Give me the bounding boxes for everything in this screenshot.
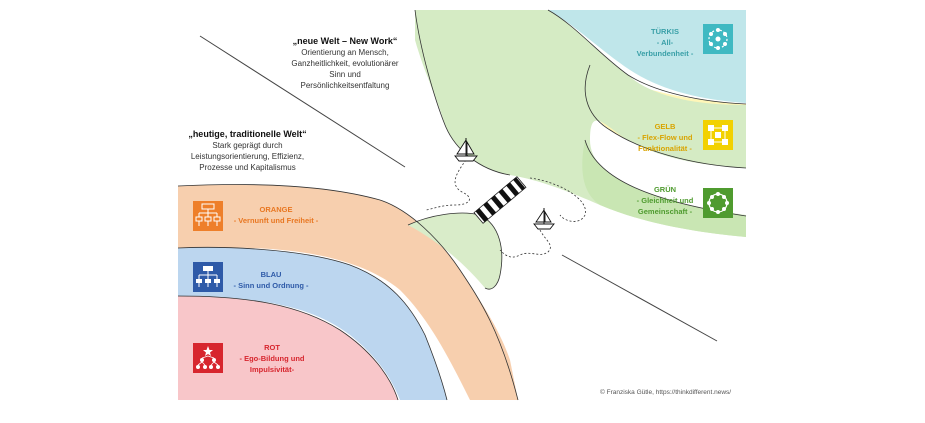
level-name: TÜRKIS (651, 27, 679, 36)
hierarchy-chart-icon (193, 201, 223, 231)
separator-line-top (199, 35, 406, 168)
level-label-gruen: GRÜN - Gleichheit und Gemeinschaft - (625, 184, 705, 217)
band-blau (178, 247, 447, 400)
path-dotted-3 (529, 177, 586, 222)
level-desc: Gemeinschaft - (637, 207, 693, 216)
level-label-rot: ROT - Ego-Bildung und Impulsivität- (232, 342, 312, 375)
band-rot (178, 296, 398, 400)
level-label-orange: ORANGE - Vernunft und Freiheit - (226, 204, 326, 226)
all-connected-icon (703, 24, 733, 54)
level-desc: Funktionalität - (638, 144, 692, 153)
band-tuerkis (548, 10, 746, 103)
old-world-title: „heutige, traditionelle Welt“ (188, 129, 307, 139)
old-world-block: „heutige, traditionelle Welt“ Stark gepr… (165, 129, 330, 173)
new-world-line: Sinn und (329, 70, 361, 79)
level-label-blau: BLAU - Sinn und Ordnung - (226, 269, 316, 291)
bridge (473, 176, 527, 224)
river-green-upper (415, 10, 746, 237)
flex-flow-icon (703, 120, 733, 150)
level-desc: - Ego-Bildung und (239, 354, 305, 363)
sailboat-icon (533, 208, 555, 230)
level-name: ROT (264, 343, 280, 352)
level-label-tuerkis: TÜRKIS - All- Verbundenheit - (625, 26, 705, 59)
path-dotted-2 (499, 229, 551, 258)
level-desc: - Gleichheit und (636, 196, 694, 205)
level-name: ORANGE (259, 205, 293, 214)
sailboat-icon (454, 138, 478, 162)
old-world-line: Leistungsorientierung, Effizienz, (190, 152, 305, 161)
path-dotted-1 (424, 159, 470, 211)
level-name: GRÜN (653, 185, 677, 194)
level-desc: - Flex-Flow und (637, 133, 693, 142)
level-desc: - All- (656, 38, 674, 47)
level-label-gelb: GELB - Flex-Flow und Funktionalität - (625, 121, 705, 154)
new-world-line: Orientierung an Mensch, (301, 48, 389, 57)
level-desc: Impulsivität- (249, 365, 295, 374)
new-world-title: „neue Welt – New Work“ (292, 36, 398, 46)
new-world-line: Ganzheitlichkeit, evolutionärer (291, 59, 399, 68)
community-icon (703, 188, 733, 218)
old-world-line: Stark geprägt durch (212, 141, 283, 150)
level-desc: - Vernunft und Freiheit - (233, 216, 319, 225)
level-name: BLAU (260, 270, 282, 279)
level-desc: Verbundenheit - (636, 49, 694, 58)
new-world-block: „neue Welt – New Work“ Orientierung an M… (265, 36, 425, 91)
island-green (408, 213, 502, 290)
copyright-credit: © Franziska Gütle, https://thinkdifferen… (600, 389, 732, 396)
org-chart-icon (193, 262, 223, 292)
old-world-line: Prozesse und Kapitalismus (199, 163, 296, 172)
level-desc: - Sinn und Ordnung - (233, 281, 309, 290)
power-pyramid-icon (193, 343, 223, 373)
separator-line-bottom (561, 254, 718, 342)
level-name: GELB (654, 122, 676, 131)
new-world-line: Persönlichkeitsentfaltung (300, 81, 390, 90)
